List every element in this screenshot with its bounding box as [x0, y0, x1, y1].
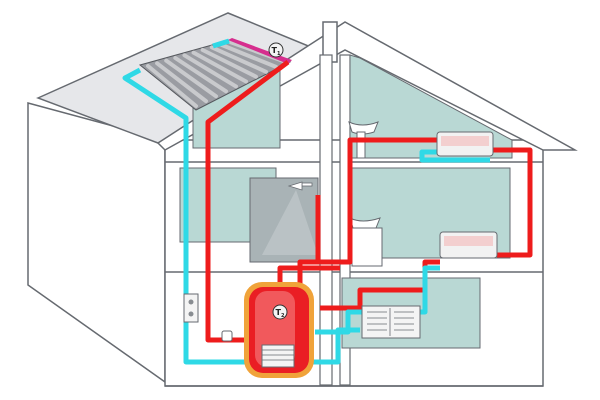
tank-sensor-subscript: 2 [281, 313, 285, 319]
collector-return-pipe [122, 67, 262, 365]
wash-basin-lower-icon [349, 217, 383, 267]
svg-text:T2: T2 [276, 308, 285, 319]
divider-wall-left [319, 54, 333, 386]
collector-sensor-label: T [272, 46, 278, 55]
tank-sensor-label: T [276, 308, 282, 317]
cold-water-pipes [122, 38, 490, 365]
shower-cabin [249, 177, 319, 263]
collector-sensor-subscript: 1 [277, 51, 281, 57]
svg-text:T1: T1 [272, 46, 281, 57]
collector-tube [164, 58, 218, 99]
upper-heating-flow-pipe [297, 137, 437, 288]
collector-tube [209, 45, 268, 74]
upper-radiator-cold-pipe [419, 149, 490, 163]
lower-radiator-cold-pipe [420, 265, 440, 315]
wash-basin-icon [348, 121, 379, 159]
solar-collector-icon [138, 38, 292, 111]
collector-tube [200, 48, 258, 79]
right-gable [156, 21, 578, 151]
controller-icon [183, 293, 199, 323]
radiator-upper [436, 131, 494, 157]
shower-spray [262, 190, 318, 255]
radiator-lower [439, 231, 498, 259]
collector-tube [146, 64, 198, 108]
upper-radiator-return-pipe [490, 147, 533, 258]
hot-water-tank-icon [244, 282, 314, 378]
collector-tube [155, 61, 208, 104]
tank-heat-exchanger [261, 344, 295, 368]
tank-top-pipe [277, 265, 340, 288]
shower-head-icon [287, 181, 313, 191]
collector-tube [218, 42, 278, 69]
pump-icon [221, 330, 233, 342]
collector-tube [191, 50, 248, 84]
buffer-cold-pipe [315, 309, 362, 335]
buffer-unit [361, 305, 421, 339]
left-gable-wall [27, 102, 166, 384]
collector-temperature-sensor: T1 [268, 42, 284, 58]
collector-tube [182, 53, 238, 89]
lower-heating-flow-pipe [320, 259, 440, 311]
collector-tube [173, 56, 228, 94]
collector-top-cold-pipe [212, 38, 230, 49]
tank-temperature-sensor: T2 [272, 304, 288, 320]
